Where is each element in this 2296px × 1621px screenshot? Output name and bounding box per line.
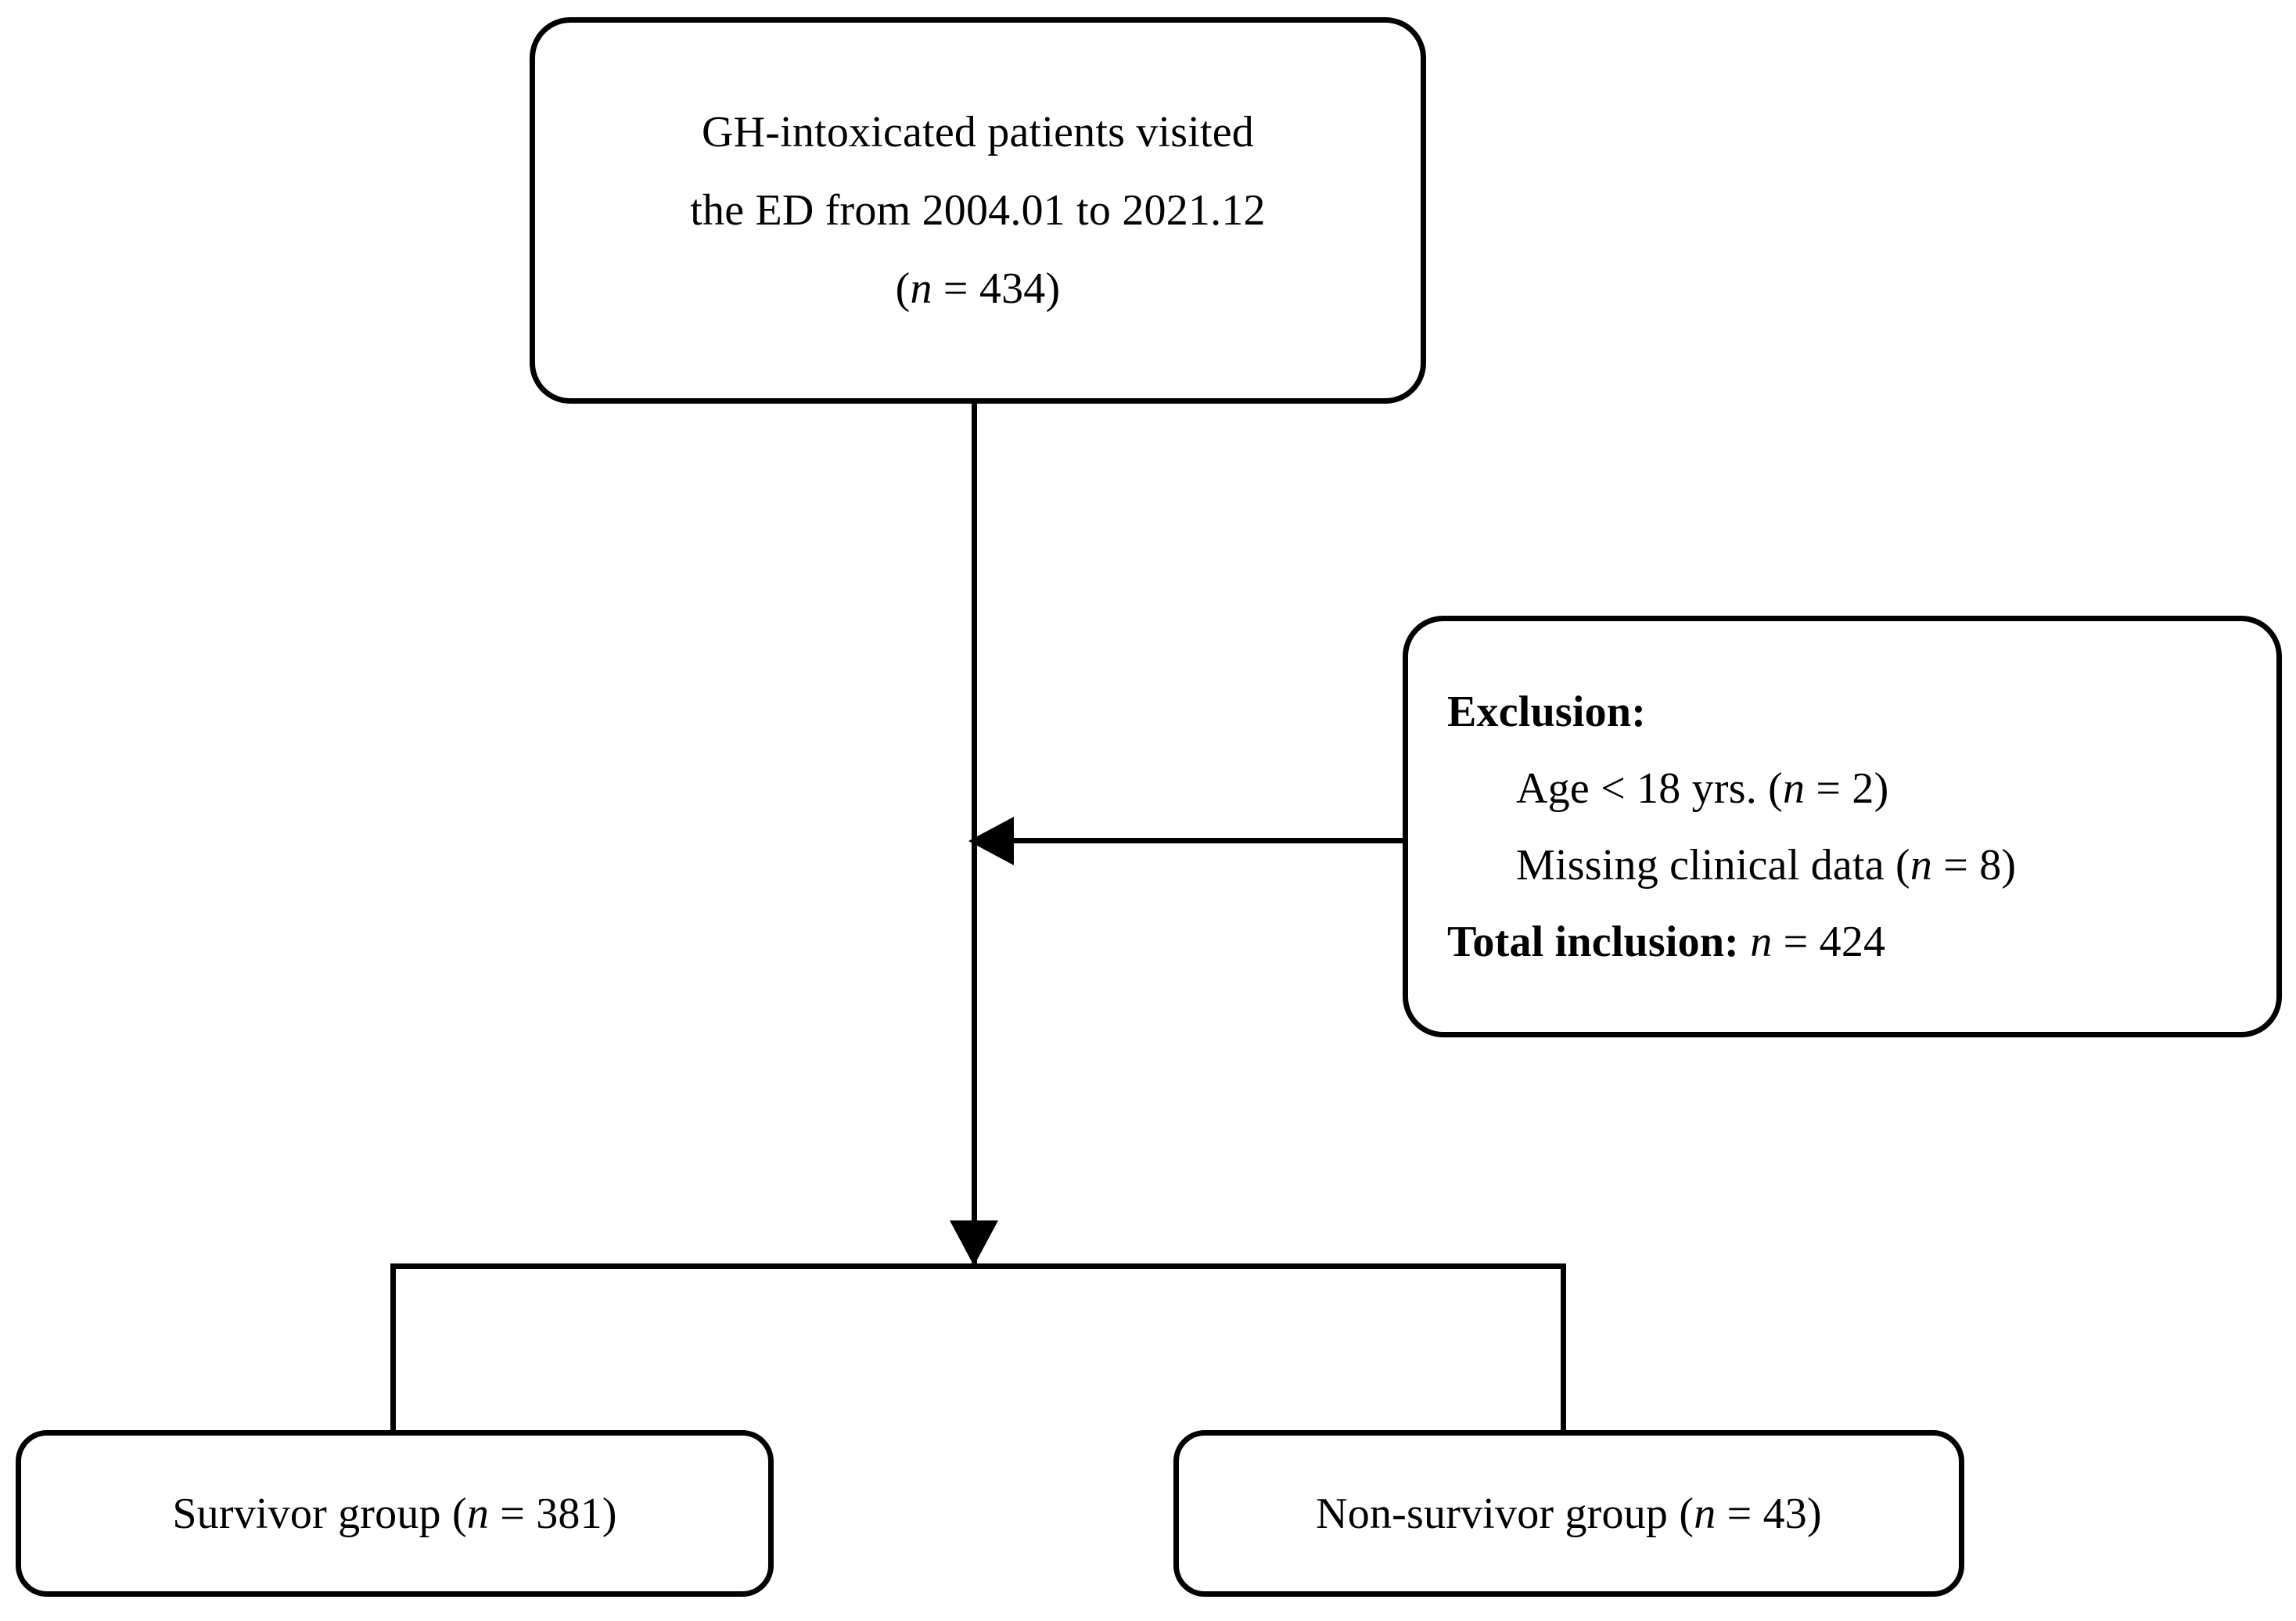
exclusion-item-missing-data-value: 8	[1979, 840, 2002, 890]
n-symbol: n	[1782, 764, 1806, 813]
paren-close: )	[1806, 1489, 1822, 1538]
branch-line-non-survivor	[1561, 1263, 1566, 1432]
n-symbol: n	[1694, 1489, 1716, 1538]
equals-sign: =	[1772, 917, 1820, 966]
paren-close: )	[602, 1489, 617, 1538]
source-cohort-count: (n = 434)	[896, 267, 1061, 311]
n-symbol: n	[466, 1489, 490, 1538]
equals-sign: =	[932, 264, 979, 313]
paren-close: )	[1874, 764, 1889, 813]
paren-open: (	[895, 264, 911, 313]
survivor-group-value: 381	[536, 1489, 602, 1538]
non-survivor-group-box: Non-survivor group (n = 43)	[1173, 1430, 1964, 1597]
exclusion-item-age: Age < 18 yrs. (n = 2)	[1447, 767, 1888, 810]
n-symbol: n	[1750, 917, 1773, 966]
equals-sign: =	[1716, 1489, 1763, 1538]
source-cohort-box: GH-intoxicated patients visited the ED f…	[530, 17, 1426, 404]
non-survivor-group-line: Non-survivor group (n = 43)	[1316, 1492, 1822, 1536]
exclusion-item-missing-data-label: Missing clinical data	[1516, 840, 1895, 890]
survivor-group-label: Survivor group	[172, 1489, 452, 1538]
total-inclusion-label: Total inclusion:	[1447, 917, 1751, 966]
n-symbol: n	[910, 264, 932, 313]
survivor-group-line: Survivor group (n = 381)	[172, 1492, 616, 1536]
arrow-left-icon	[968, 817, 1014, 865]
equals-sign: =	[1932, 840, 1980, 890]
paren-close: )	[1045, 264, 1061, 313]
exclusion-item-missing-data: Missing clinical data (n = 8)	[1447, 843, 2016, 887]
exclusion-connector-line	[974, 838, 1405, 843]
total-inclusion-line: Total inclusion: n = 424	[1447, 920, 1885, 964]
equals-sign: =	[1805, 764, 1852, 813]
exclusion-item-age-label: Age < 18 yrs.	[1516, 764, 1769, 813]
equals-sign: =	[489, 1489, 537, 1538]
source-cohort-line-1: GH-intoxicated patients visited	[701, 108, 1255, 156]
non-survivor-group-label: Non-survivor group	[1316, 1489, 1680, 1538]
exclusion-item-age-value: 2	[1852, 764, 1874, 813]
non-survivor-group-value: 43	[1762, 1489, 1807, 1538]
exclusion-box: Exclusion: Age < 18 yrs. (n = 2) Missing…	[1403, 616, 2282, 1037]
paren-close: )	[2001, 840, 2017, 890]
n-symbol: n	[1910, 840, 1933, 890]
branch-line-survivor	[390, 1263, 396, 1432]
paren-open: (	[451, 1489, 467, 1538]
count-value: 434	[979, 264, 1046, 313]
paren-open: (	[1768, 764, 1783, 813]
exclusion-heading: Exclusion:	[1447, 687, 1647, 736]
arrow-down-icon	[950, 1220, 998, 1266]
paren-open: (	[1679, 1489, 1694, 1538]
total-inclusion-value: 424	[1819, 917, 1886, 966]
split-bar-line	[390, 1263, 1566, 1269]
survivor-group-box: Survivor group (n = 381)	[16, 1430, 774, 1597]
paren-open: (	[1895, 840, 1910, 890]
source-cohort-line-2: the ED from 2004.01 to 2021.12	[690, 186, 1266, 235]
